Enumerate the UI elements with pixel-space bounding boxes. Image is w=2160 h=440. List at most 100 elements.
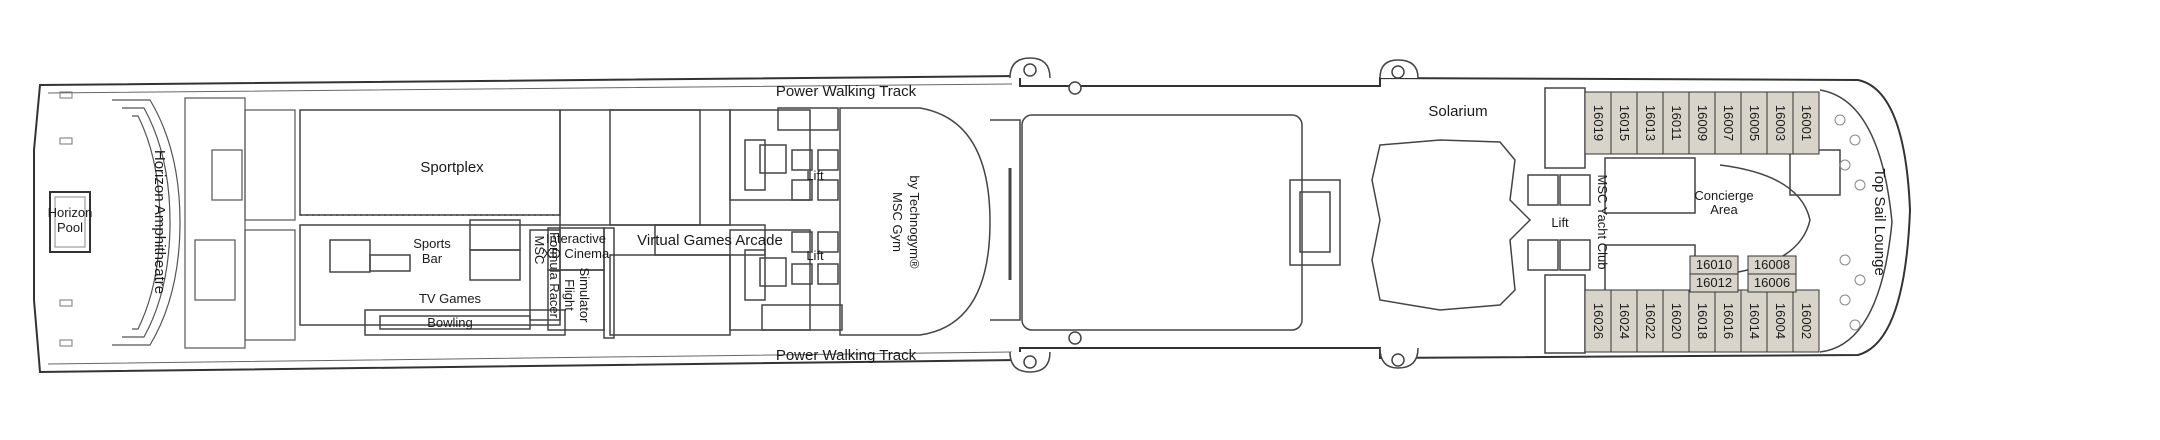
cabin-number: 16004 [1773, 303, 1788, 339]
cabin-number: 16006 [1754, 275, 1790, 290]
cabin-16022[interactable]: 16022 [1636, 289, 1664, 353]
cabin-16011[interactable]: 16011 [1662, 91, 1690, 155]
flight-sim-label-1: Flight [562, 279, 577, 311]
cabin-number: 16024 [1617, 303, 1632, 339]
sports-bar-label-2: Bar [422, 251, 443, 266]
mid-structures [609, 107, 843, 336]
horizon-amphitheatre-label: Horizon Amphitheatre [151, 150, 168, 294]
cabin-16013[interactable]: 16013 [1636, 91, 1664, 155]
cabin-16002[interactable]: 16002 [1792, 289, 1820, 353]
cabin-number: 16026 [1591, 303, 1606, 339]
cabin-box [1610, 289, 1638, 353]
cabin-16020[interactable]: 16020 [1662, 289, 1690, 353]
cabin-16019[interactable]: 16019 [1584, 91, 1612, 155]
cinema-area [547, 227, 615, 339]
cabin-box [1636, 91, 1664, 155]
yacht-club-label: MSC Yacht Club [1595, 175, 1610, 270]
cabin-16010[interactable]: 16010 [1689, 255, 1739, 275]
solarium-label: Solarium [1428, 103, 1487, 120]
sports-bar-label-1: Sports [413, 236, 451, 251]
cabin-number: 16003 [1773, 105, 1788, 141]
power-walking-top-label: Power Walking Track [776, 83, 917, 100]
cabin-16015[interactable]: 16015 [1610, 91, 1638, 155]
virtual-games-label: Virtual Games Arcade [637, 232, 783, 249]
horizon-pool-label-1: Horizon [48, 205, 93, 220]
cabin-box [1714, 91, 1742, 155]
cabins-top-row: 16019 16015 16013 16011 16009 16007 16005 16003… [1584, 91, 1820, 155]
cabin-box [1662, 289, 1690, 353]
cabin-number: 16022 [1643, 303, 1658, 339]
cabin-box [1792, 91, 1820, 155]
cabin-box [1636, 289, 1664, 353]
cabin-number: 16020 [1669, 303, 1684, 339]
cabin-box [1610, 91, 1638, 155]
lift-lower-label: Lift [806, 248, 824, 263]
cabin-number: 16013 [1643, 105, 1658, 141]
cabin-number: 16015 [1617, 105, 1632, 141]
lift-upper-label: Lift [806, 168, 824, 183]
cabin-number: 16014 [1747, 303, 1762, 339]
cabin-number: 16018 [1695, 303, 1710, 339]
gym-label-2: by Technogym® [907, 175, 922, 269]
cabin-16008[interactable]: 16008 [1747, 255, 1797, 275]
lounge-seating [1834, 114, 1866, 331]
cabin-16012[interactable]: 16012 [1689, 273, 1739, 293]
cabin-number: 16005 [1747, 105, 1762, 141]
cabin-number: 16019 [1591, 105, 1606, 141]
cabin-number: 16007 [1721, 105, 1736, 141]
cabin-number: 16016 [1721, 303, 1736, 339]
cabin-number: 16002 [1799, 303, 1814, 339]
concierge-label-1: Concierge [1694, 188, 1753, 203]
cabin-16007[interactable]: 16007 [1714, 91, 1742, 155]
top-sail-lounge-area [1819, 89, 1893, 353]
cabin-number: 16010 [1696, 257, 1732, 272]
gym-label-1: MSC Gym [890, 192, 905, 252]
formula-racer-label-2: Formula Racer [547, 232, 562, 319]
tender-bulges [1009, 57, 1419, 373]
concierge-label-2: Area [1710, 202, 1738, 217]
cabin-16004[interactable]: 16004 [1766, 289, 1794, 353]
solarium-area [1371, 139, 1532, 311]
yacht-club-lift-label: Lift [1551, 215, 1569, 230]
cinema-label-2: XD Cinema [543, 246, 610, 261]
cabin-16018[interactable]: 16018 [1688, 289, 1716, 353]
sportplex-label: Sportplex [420, 159, 484, 176]
horizon-pool[interactable] [49, 191, 91, 253]
horizon-pool-area: Horizon Pool [48, 91, 93, 347]
cabin-16026[interactable]: 16026 [1584, 289, 1612, 353]
funnel-area [990, 114, 1341, 331]
cabin-16014[interactable]: 16014 [1740, 289, 1768, 353]
hull-outline [33, 74, 1912, 374]
cabin-16006[interactable]: 16006 [1747, 273, 1797, 293]
cabin-number: 16012 [1696, 275, 1732, 290]
cabin-box [1740, 91, 1768, 155]
horizon-amphitheatre [112, 97, 296, 349]
cabin-16016[interactable]: 16016 [1714, 289, 1742, 353]
flight-sim-label-2: Simulator [577, 268, 592, 324]
cabin-box [1689, 273, 1739, 293]
cabin-16024[interactable]: 16024 [1610, 289, 1638, 353]
cabin-box [1688, 91, 1716, 155]
cabin-number: 16001 [1799, 105, 1814, 141]
cabin-16003[interactable]: 16003 [1766, 91, 1794, 155]
lift-banks [791, 149, 839, 285]
cabin-16005[interactable]: 16005 [1740, 91, 1768, 155]
cabins-bottom-row: 16026 16024 16022 16020 16018 16016 16014 16004… [1584, 289, 1820, 353]
top-sail-lounge-label: Top Sail Lounge [1871, 168, 1888, 276]
cabin-box [1714, 289, 1742, 353]
tv-games-label: TV Games [419, 291, 482, 306]
cabin-number: 16009 [1695, 105, 1710, 141]
cabin-box [1792, 289, 1820, 353]
hull-inner-line [47, 83, 1013, 365]
cabin-box [1747, 273, 1797, 293]
cabin-box [1584, 289, 1612, 353]
cabin-box [1584, 91, 1612, 155]
cabin-box [1766, 289, 1794, 353]
cabin-16001[interactable]: 16001 [1792, 91, 1820, 155]
horizon-pool-label-2: Pool [57, 220, 83, 235]
bowling-label: Bowling [427, 315, 473, 330]
cabin-16009[interactable]: 16009 [1688, 91, 1716, 155]
cabin-box [1766, 91, 1794, 155]
